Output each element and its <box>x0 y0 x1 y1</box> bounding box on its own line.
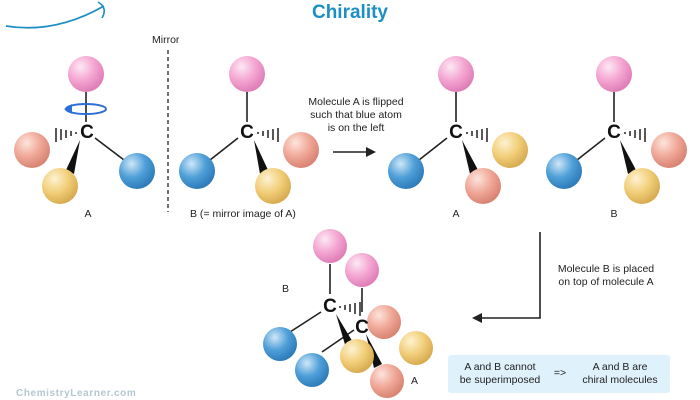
atom-pink <box>68 56 104 92</box>
molecule-b-mirror <box>179 56 319 204</box>
atom-pink <box>438 56 474 92</box>
atom-salmon <box>283 132 319 168</box>
wedge-bond <box>66 140 80 174</box>
carbon-atom: C <box>607 122 621 143</box>
atom-salmon <box>367 305 401 339</box>
atom-salmon <box>651 132 687 168</box>
atom-yellow <box>255 168 291 204</box>
watermark: ChemistryLearner.com <box>16 388 137 399</box>
atom-salmon <box>370 364 404 398</box>
hashed-bond <box>55 128 77 142</box>
atom-pink <box>229 56 265 92</box>
carbon-atom: C <box>80 122 94 143</box>
molecule-a-overlay <box>295 253 433 398</box>
atom-pink <box>596 56 632 92</box>
atom-salmon <box>14 132 50 168</box>
atom-blue <box>179 153 215 189</box>
conclusion-arrow: => <box>553 367 567 379</box>
hashed-bond <box>466 128 488 142</box>
wedge-bond <box>366 334 382 368</box>
hashed-bond <box>624 128 646 142</box>
hashed-bond <box>257 128 279 142</box>
rotation-arrow-icon <box>64 103 107 115</box>
molecule-b-overlay <box>263 229 401 373</box>
bond <box>321 329 355 353</box>
atom-salmon <box>465 168 501 204</box>
molecule-b-copy <box>546 56 687 204</box>
bond <box>418 137 448 161</box>
wedge-bond <box>462 140 478 174</box>
atom-yellow <box>42 168 78 204</box>
conclusion-box: A and B cannot be superimposed => A and … <box>448 355 670 393</box>
atom-yellow <box>492 132 528 168</box>
label-a-overlay: A <box>411 375 419 387</box>
right-arrow-icon <box>333 147 376 157</box>
title-swoosh-icon <box>5 1 106 29</box>
carbon-atom: C <box>355 317 369 338</box>
page-title: Chirality <box>311 2 389 23</box>
bond <box>289 311 322 333</box>
atom-yellow <box>399 331 433 365</box>
atom-yellow <box>340 339 374 373</box>
label-b-mirror: B (= mirror image of A) <box>190 208 296 220</box>
hashed-bond <box>339 302 361 316</box>
atom-pink <box>345 253 379 287</box>
wedge-bond <box>336 314 354 348</box>
label-b-copy: B <box>610 208 618 220</box>
conclusion-right: A and B are chiral molecules <box>582 361 658 386</box>
step2-note: Molecule B is placed on top of molecule … <box>557 263 655 288</box>
bond <box>576 137 606 161</box>
bent-arrow-icon <box>472 232 541 323</box>
bond <box>209 137 239 161</box>
carbon-atom: C <box>323 296 337 317</box>
mirror-label: Mirror <box>152 34 180 46</box>
atom-blue <box>295 353 329 387</box>
atom-yellow <box>624 168 660 204</box>
conclusion-left: A and B cannot be superimposed <box>459 361 541 386</box>
wedge-bond <box>620 140 636 174</box>
atom-pink <box>313 229 347 263</box>
step1-note: Molecule A is flipped such that blue ato… <box>308 96 404 134</box>
wedge-bond <box>254 140 268 174</box>
atom-blue <box>546 153 582 189</box>
carbon-atom: C <box>240 122 254 143</box>
label-a-original: A <box>84 208 92 220</box>
atom-blue <box>263 327 297 361</box>
carbon-atom: C <box>449 122 463 143</box>
carbon-labels: C C C C C C <box>80 122 621 338</box>
molecule-a-original <box>14 56 155 204</box>
atom-blue <box>119 153 155 189</box>
molecule-a-flipped <box>388 56 528 204</box>
bond <box>94 137 125 161</box>
atom-blue <box>388 153 424 189</box>
label-a-flipped: A <box>452 208 460 220</box>
label-b-overlay: B <box>282 283 290 295</box>
